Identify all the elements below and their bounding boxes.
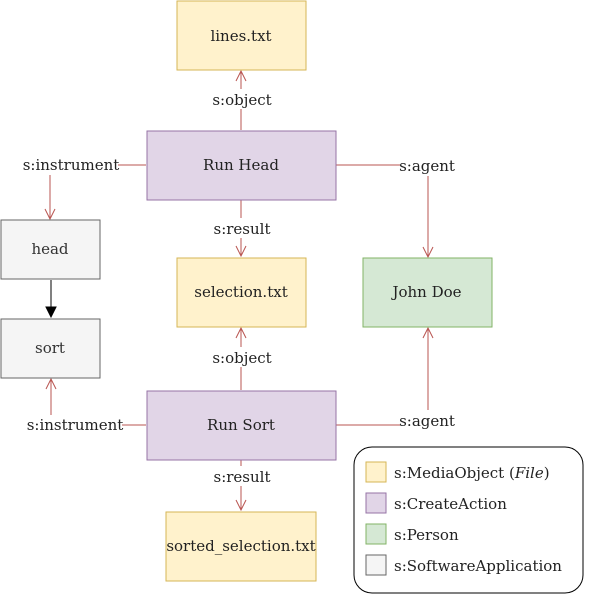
node-label-sort: sort bbox=[35, 339, 65, 357]
node-label-run-head: Run Head bbox=[203, 156, 279, 174]
edge-labels: s:object s:instrument s:agent s:result s… bbox=[23, 89, 455, 486]
edge-head-agent bbox=[336, 164, 428, 257]
edge-label-sort-agent: s:agent bbox=[399, 412, 455, 430]
legend-swatch-create-action bbox=[365, 492, 387, 514]
legend-swatch-person bbox=[365, 523, 387, 545]
edge-label-sort-result: s:result bbox=[214, 468, 271, 486]
node-label-john-doe: John Doe bbox=[390, 283, 461, 301]
legend-item-create-action: s:CreateAction bbox=[365, 492, 507, 514]
legend-item-person: s:Person bbox=[365, 523, 459, 545]
legend-label-media-object-type: File bbox=[514, 464, 544, 482]
legend-swatch-media-object bbox=[365, 461, 387, 483]
legend: s:MediaObject (File) s:CreateAction s:Pe… bbox=[353, 446, 584, 594]
node-john-doe: John Doe bbox=[362, 257, 493, 328]
edge-label-head-object: s:object bbox=[212, 91, 271, 109]
legend-frame bbox=[353, 446, 584, 594]
edge-label-head-agent: s:agent bbox=[399, 157, 455, 175]
edge-label-head-instrument: s:instrument bbox=[23, 156, 120, 174]
legend-label-media-object-name: s:MediaObject ( bbox=[394, 464, 515, 482]
legend-item-media-object: s:MediaObject (File) bbox=[365, 461, 550, 483]
node-run-head: Run Head bbox=[146, 130, 337, 201]
node-label-run-sort: Run Sort bbox=[207, 416, 275, 434]
node-label-sorted-selection-txt: sorted_selection.txt bbox=[166, 537, 315, 555]
node-head: head bbox=[0, 219, 101, 280]
node-label-lines-txt: lines.txt bbox=[210, 27, 271, 45]
legend-label-software-application: s:SoftwareApplication bbox=[394, 557, 562, 575]
legend-swatch-software-application bbox=[365, 554, 387, 576]
legend-label-media-object-close: ) bbox=[544, 464, 550, 482]
legend-label-person: s:Person bbox=[394, 526, 459, 544]
node-run-sort: Run Sort bbox=[146, 390, 337, 461]
node-sort: sort bbox=[0, 318, 101, 379]
node-label-head: head bbox=[31, 240, 68, 258]
node-label-selection-txt: selection.txt bbox=[194, 283, 287, 301]
node-sorted-selection-txt: sorted_selection.txt bbox=[165, 511, 317, 582]
node-lines-txt: lines.txt bbox=[176, 0, 307, 71]
legend-label-create-action: s:CreateAction bbox=[394, 495, 507, 513]
legend-label-media-object: s:MediaObject (File) bbox=[394, 464, 550, 482]
node-selection-txt: selection.txt bbox=[176, 257, 307, 328]
edge-label-head-result: s:result bbox=[214, 220, 271, 238]
edge-label-sort-object: s:object bbox=[212, 349, 271, 367]
legend-item-software-application: s:SoftwareApplication bbox=[365, 554, 562, 576]
edge-label-sort-instrument: s:instrument bbox=[27, 416, 124, 434]
